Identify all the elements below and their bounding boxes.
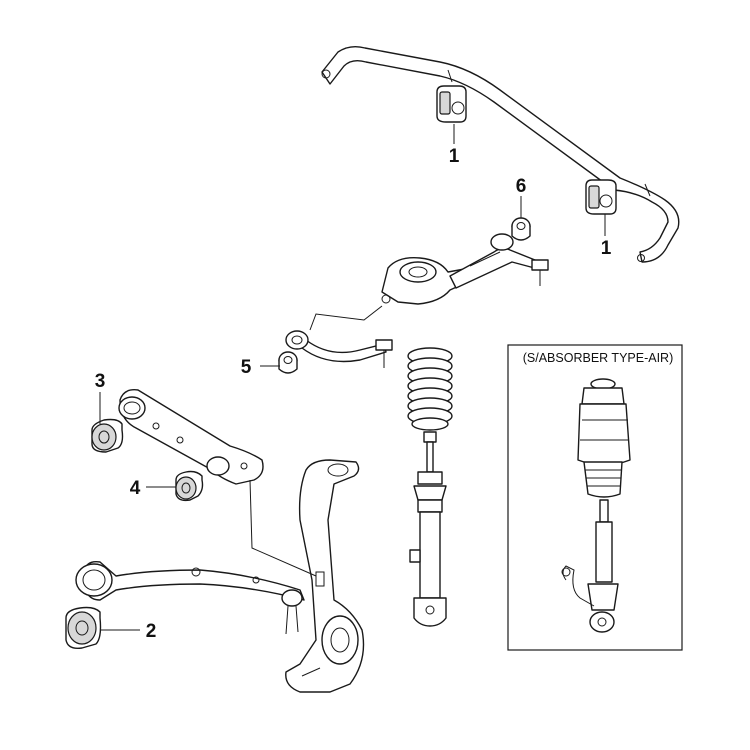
shock-absorber	[409, 431, 447, 627]
callout-4: 4	[130, 478, 141, 499]
coil-spring	[407, 347, 453, 431]
compression-arm-rear-bushing	[91, 418, 124, 453]
steering-knuckle	[285, 459, 365, 693]
air-shock-body	[587, 499, 619, 633]
stabilizer-bar	[321, 45, 680, 263]
lower-control-arm	[75, 561, 305, 635]
callout-3: 3	[95, 371, 106, 392]
stabilizer-bushing-left	[436, 85, 467, 123]
callout-6: 6	[516, 176, 527, 197]
callout-5: 5	[241, 357, 252, 378]
callout-2: 2	[146, 621, 157, 642]
upper-arm-front-bushing	[278, 351, 298, 374]
inset-title: (S/ABSORBER TYPE-AIR)	[523, 351, 674, 365]
lower-arm-bushing	[65, 606, 102, 650]
air-shock-inset: (S/ABSORBER TYPE-AIR)	[507, 344, 683, 651]
callout-1-right: 1	[601, 238, 612, 259]
arm-to-knuckle-leader	[249, 479, 317, 577]
upper-arm-bushing	[511, 217, 531, 241]
stabilizer-bushing-right	[585, 179, 617, 215]
callout-1-top: 1	[449, 146, 460, 167]
compression-arm-front-bushing	[175, 470, 204, 502]
air-spring	[577, 378, 631, 498]
compression-arm	[118, 389, 264, 485]
upper-control-arm	[285, 233, 549, 368]
